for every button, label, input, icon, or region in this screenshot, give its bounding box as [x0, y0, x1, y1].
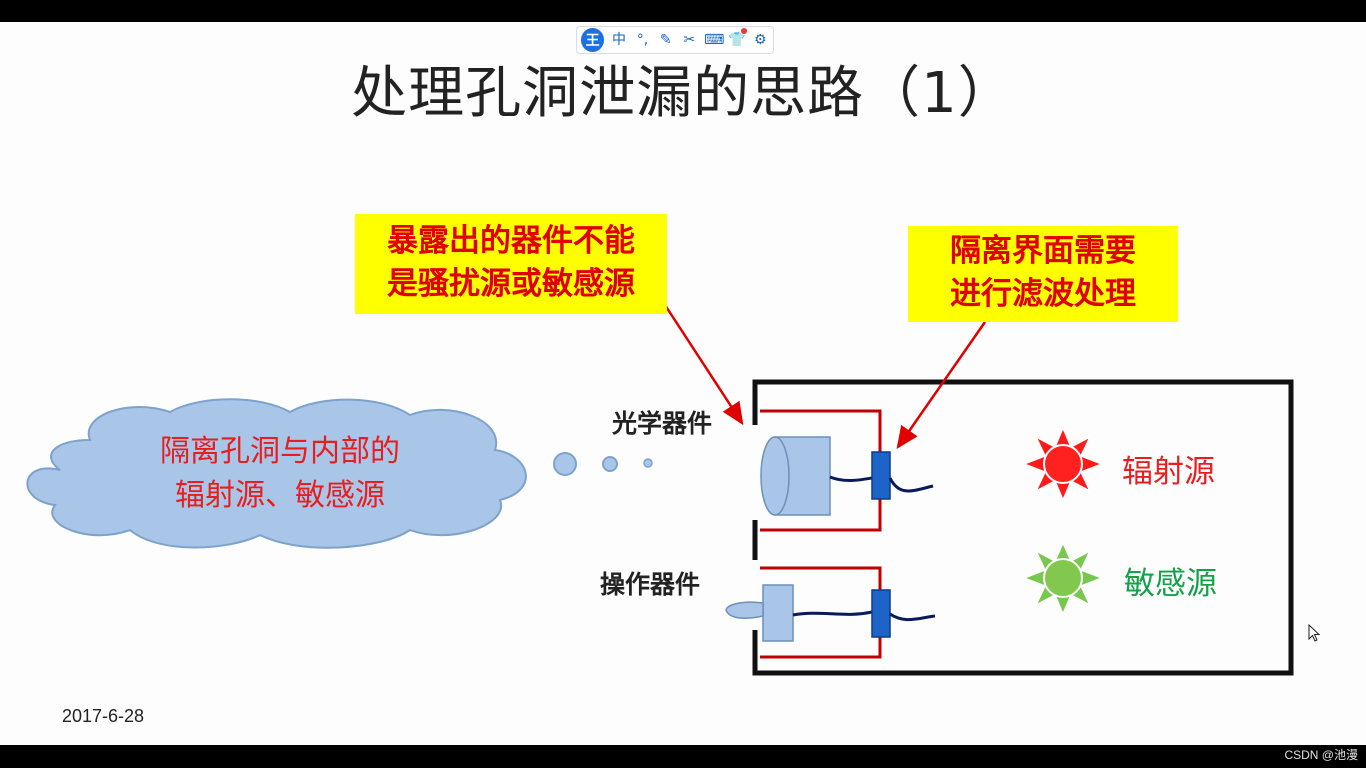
callout-exposed-devices: 暴露出的器件不能 是骚扰源或敏感源 — [355, 214, 667, 314]
cable-lower — [889, 612, 936, 622]
chinese-mode-button[interactable]: 中 — [611, 32, 626, 48]
settings-icon[interactable]: ⚙ — [753, 32, 767, 48]
label-radiation-source: 辐射源 — [1122, 454, 1215, 490]
arrow-to-optical — [663, 304, 744, 426]
ime-logo-icon[interactable]: 王 — [581, 28, 605, 52]
cloud-shape — [26, 398, 527, 549]
callout-exposed-line2: 是骚扰源或敏感源 — [387, 266, 635, 302]
sensitive-source-icon — [1021, 541, 1105, 616]
slide — [0, 22, 1366, 745]
punctuation-button[interactable]: °, — [636, 32, 649, 48]
arrow-to-filter — [896, 321, 987, 450]
label-optical-device: 光学器件 — [612, 409, 713, 438]
cable-upper — [888, 477, 934, 493]
handwriting-icon[interactable]: ✎ — [660, 32, 672, 48]
callout-isolate-line1: 隔离界面需要 — [950, 233, 1136, 269]
filter-block-lower — [871, 589, 891, 638]
screenshot-icon[interactable]: ✂ — [683, 32, 696, 48]
diagram-canvas — [26, 304, 1294, 676]
slide-title: 处理孔洞泄漏的思路（1） — [351, 61, 1015, 126]
callout-isolate-line2: 进行滤波处理 — [950, 276, 1136, 312]
label-sensitive-source: 敏感源 — [1124, 566, 1217, 602]
keyboard-icon[interactable]: ⌨ — [704, 32, 725, 48]
cloud-text: 隔离孔洞与内部的 辐射源、敏感源 — [90, 430, 470, 518]
radiation-source-icon — [1021, 426, 1105, 502]
skin-icon[interactable]: 👕 — [728, 28, 748, 48]
mouse-cursor-icon — [1308, 624, 1321, 642]
cloud-line2: 辐射源、敏感源 — [175, 478, 385, 513]
enclosure — [752, 379, 1294, 676]
cloud-line1: 隔离孔洞与内部的 — [160, 434, 400, 469]
bubble-medium — [602, 456, 618, 472]
filter-block-upper — [871, 451, 891, 500]
operation-device — [725, 584, 873, 642]
watermark: CSDN @池漫 — [1284, 748, 1358, 762]
callout-exposed-line1: 暴露出的器件不能 — [387, 223, 635, 259]
bubble-large — [553, 452, 577, 476]
label-operation-device: 操作器件 — [600, 570, 701, 599]
slide-date: 2017-6-28 — [62, 706, 145, 726]
bubble-small — [643, 458, 653, 468]
ime-toolbar: 王 中 °, ✎ ✂ ⌨ 👕 ⚙ — [576, 26, 774, 54]
callout-isolation-filter: 隔离界面需要 进行滤波处理 — [908, 226, 1178, 322]
optical-device — [760, 436, 873, 516]
